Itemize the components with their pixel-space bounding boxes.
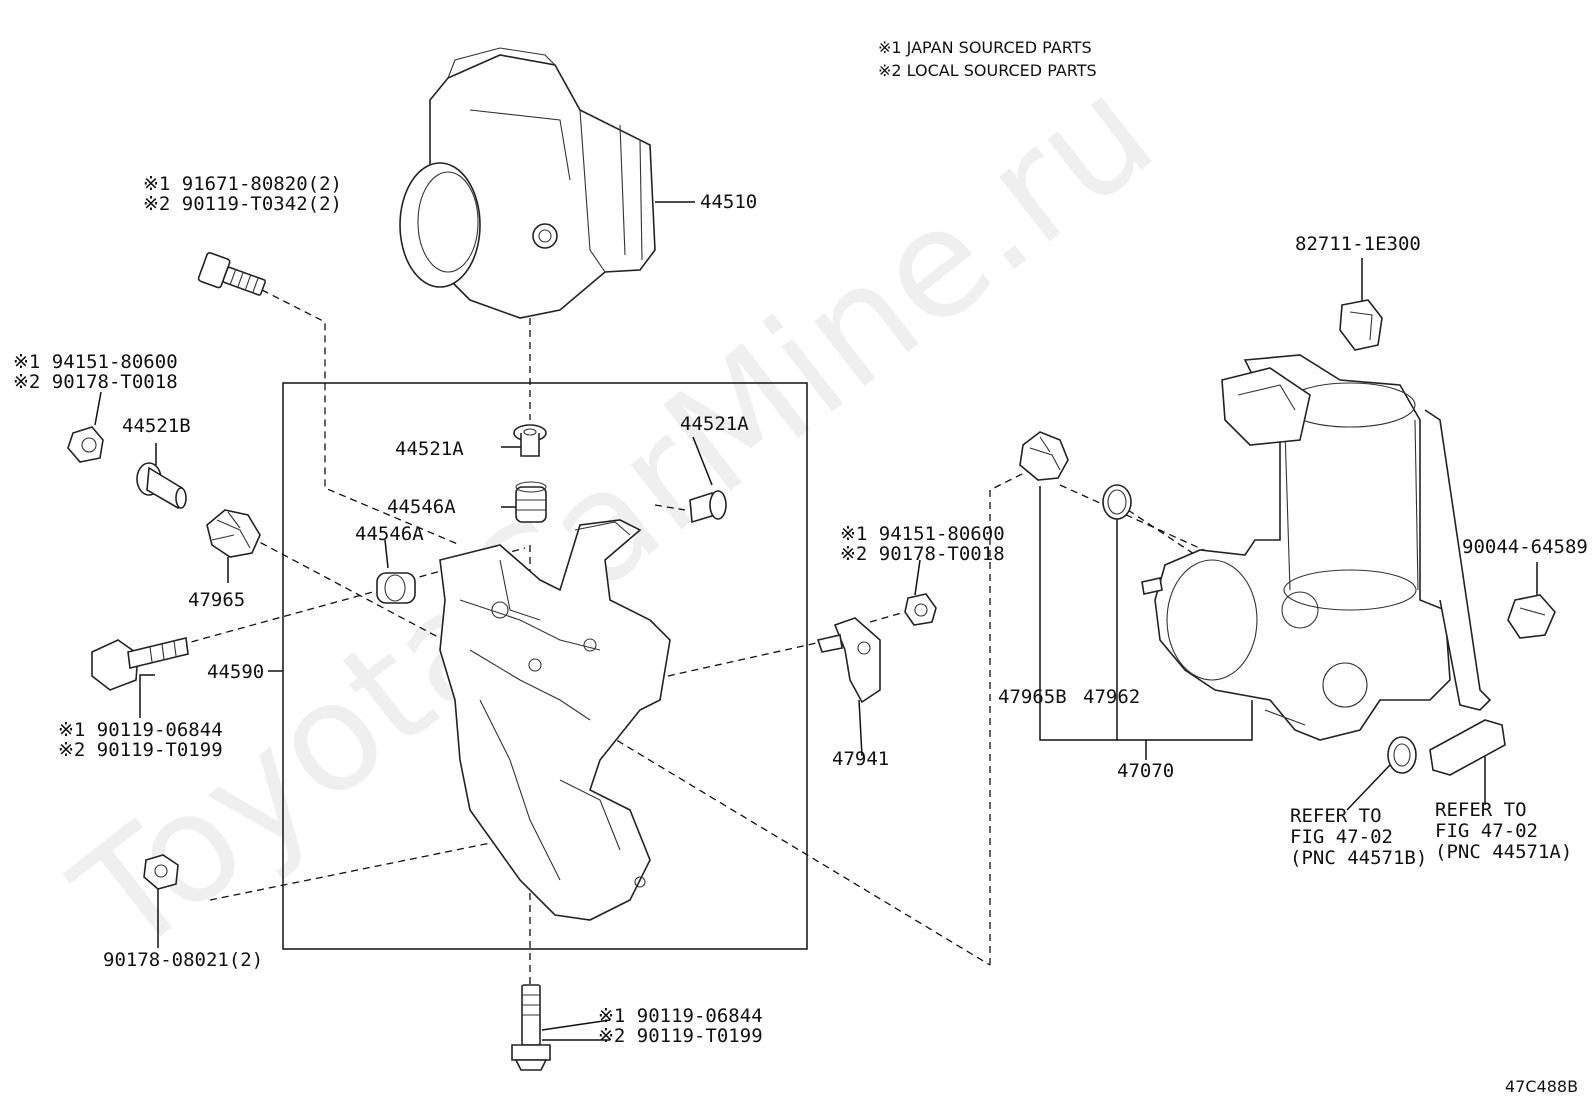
clip-82711[interactable] [1339, 299, 1383, 351]
bolt-top[interactable] [197, 252, 268, 302]
collar-44521a-right[interactable] [689, 490, 727, 524]
label-refer-a-2: FIG 47-02 [1435, 820, 1538, 842]
label-refer-a-1: REFER TO [1435, 799, 1527, 821]
abs-actuator-44510[interactable] [399, 47, 656, 319]
label-nut-left-2: ※2 90178-T0018 [13, 371, 178, 393]
label-bolt-top-2: ※2 90119-T0342(2) [143, 193, 342, 215]
label-bolt-mid-2: ※2 90119-T0199 [58, 739, 223, 761]
label-bolt-bottom-2: ※2 90119-T0199 [598, 1025, 763, 1047]
collar-44521a-center[interactable] [513, 424, 547, 457]
leader-lines [94, 201, 1538, 1041]
labels: 44510 ※1 91671-80820(2) ※2 90119-T0342(2… [13, 173, 1588, 1047]
grommet-44546a-center[interactable] [515, 481, 547, 523]
oring-47962[interactable] [1102, 484, 1132, 520]
nut-bottom[interactable] [143, 854, 179, 890]
hose-44571a[interactable] [1429, 719, 1506, 776]
label-47965b: 47965B [998, 686, 1067, 708]
nut-left[interactable] [67, 426, 104, 463]
label-44590: 44590 [207, 661, 264, 683]
pump-motor-47070[interactable] [1141, 354, 1492, 741]
note-japan: ※1 JAPAN SOURCED PARTS [878, 38, 1092, 57]
label-44521b: 44521B [122, 415, 191, 437]
nut-right[interactable] [904, 593, 937, 626]
label-nut-right-2: ※2 90178-T0018 [840, 543, 1005, 565]
label-bolt-mid-1: ※1 90119-06844 [58, 719, 223, 741]
bolt-mid-left[interactable] [91, 637, 189, 691]
bracket-47941[interactable] [816, 617, 881, 704]
label-44546a-center: 44546A [387, 496, 456, 518]
label-47941: 47941 [832, 748, 889, 770]
label-44521a-right: 44521A [680, 413, 749, 435]
label-82711: 82711-1E300 [1295, 233, 1421, 255]
cushion-47965b[interactable] [1019, 431, 1069, 481]
label-nut-left-1: ※1 94151-80600 [13, 351, 178, 373]
collar-44521b[interactable] [136, 462, 187, 510]
label-bolt-bottom-1: ※1 90119-06844 [598, 1005, 763, 1027]
bracket-44590[interactable] [439, 519, 671, 921]
cushion-47965[interactable] [206, 509, 261, 558]
hose-clamp-44571b[interactable] [1387, 736, 1417, 774]
label-refer-b-3: (PNC 44571B) [1290, 847, 1427, 869]
bracket-frame [282, 382, 808, 950]
label-47962: 47962 [1083, 686, 1140, 708]
diagram-id: 47C488B [1505, 1077, 1578, 1096]
label-47965: 47965 [188, 589, 245, 611]
label-nut-right-1: ※1 94151-80600 [840, 523, 1005, 545]
label-refer-a-3: (PNC 44571A) [1435, 841, 1572, 863]
grommet-44546a-left[interactable] [376, 572, 416, 604]
label-44546a-left: 44546A [355, 523, 424, 545]
clamp-90044[interactable] [1507, 594, 1556, 639]
label-nut-bottom: 90178-08021(2) [103, 949, 263, 971]
label-44510: 44510 [700, 191, 757, 213]
label-44521a-center: 44521A [395, 438, 464, 460]
bolt-bottom[interactable] [511, 984, 551, 1071]
label-90044: 90044-64589 [1462, 536, 1588, 558]
note-local: ※2 LOCAL SOURCED PARTS [878, 61, 1097, 80]
label-bolt-top-1: ※1 91671-80820(2) [143, 173, 342, 195]
label-47070: 47070 [1117, 760, 1174, 782]
label-refer-b-2: FIG 47-02 [1290, 826, 1393, 848]
label-refer-b-1: REFER TO [1290, 805, 1382, 827]
